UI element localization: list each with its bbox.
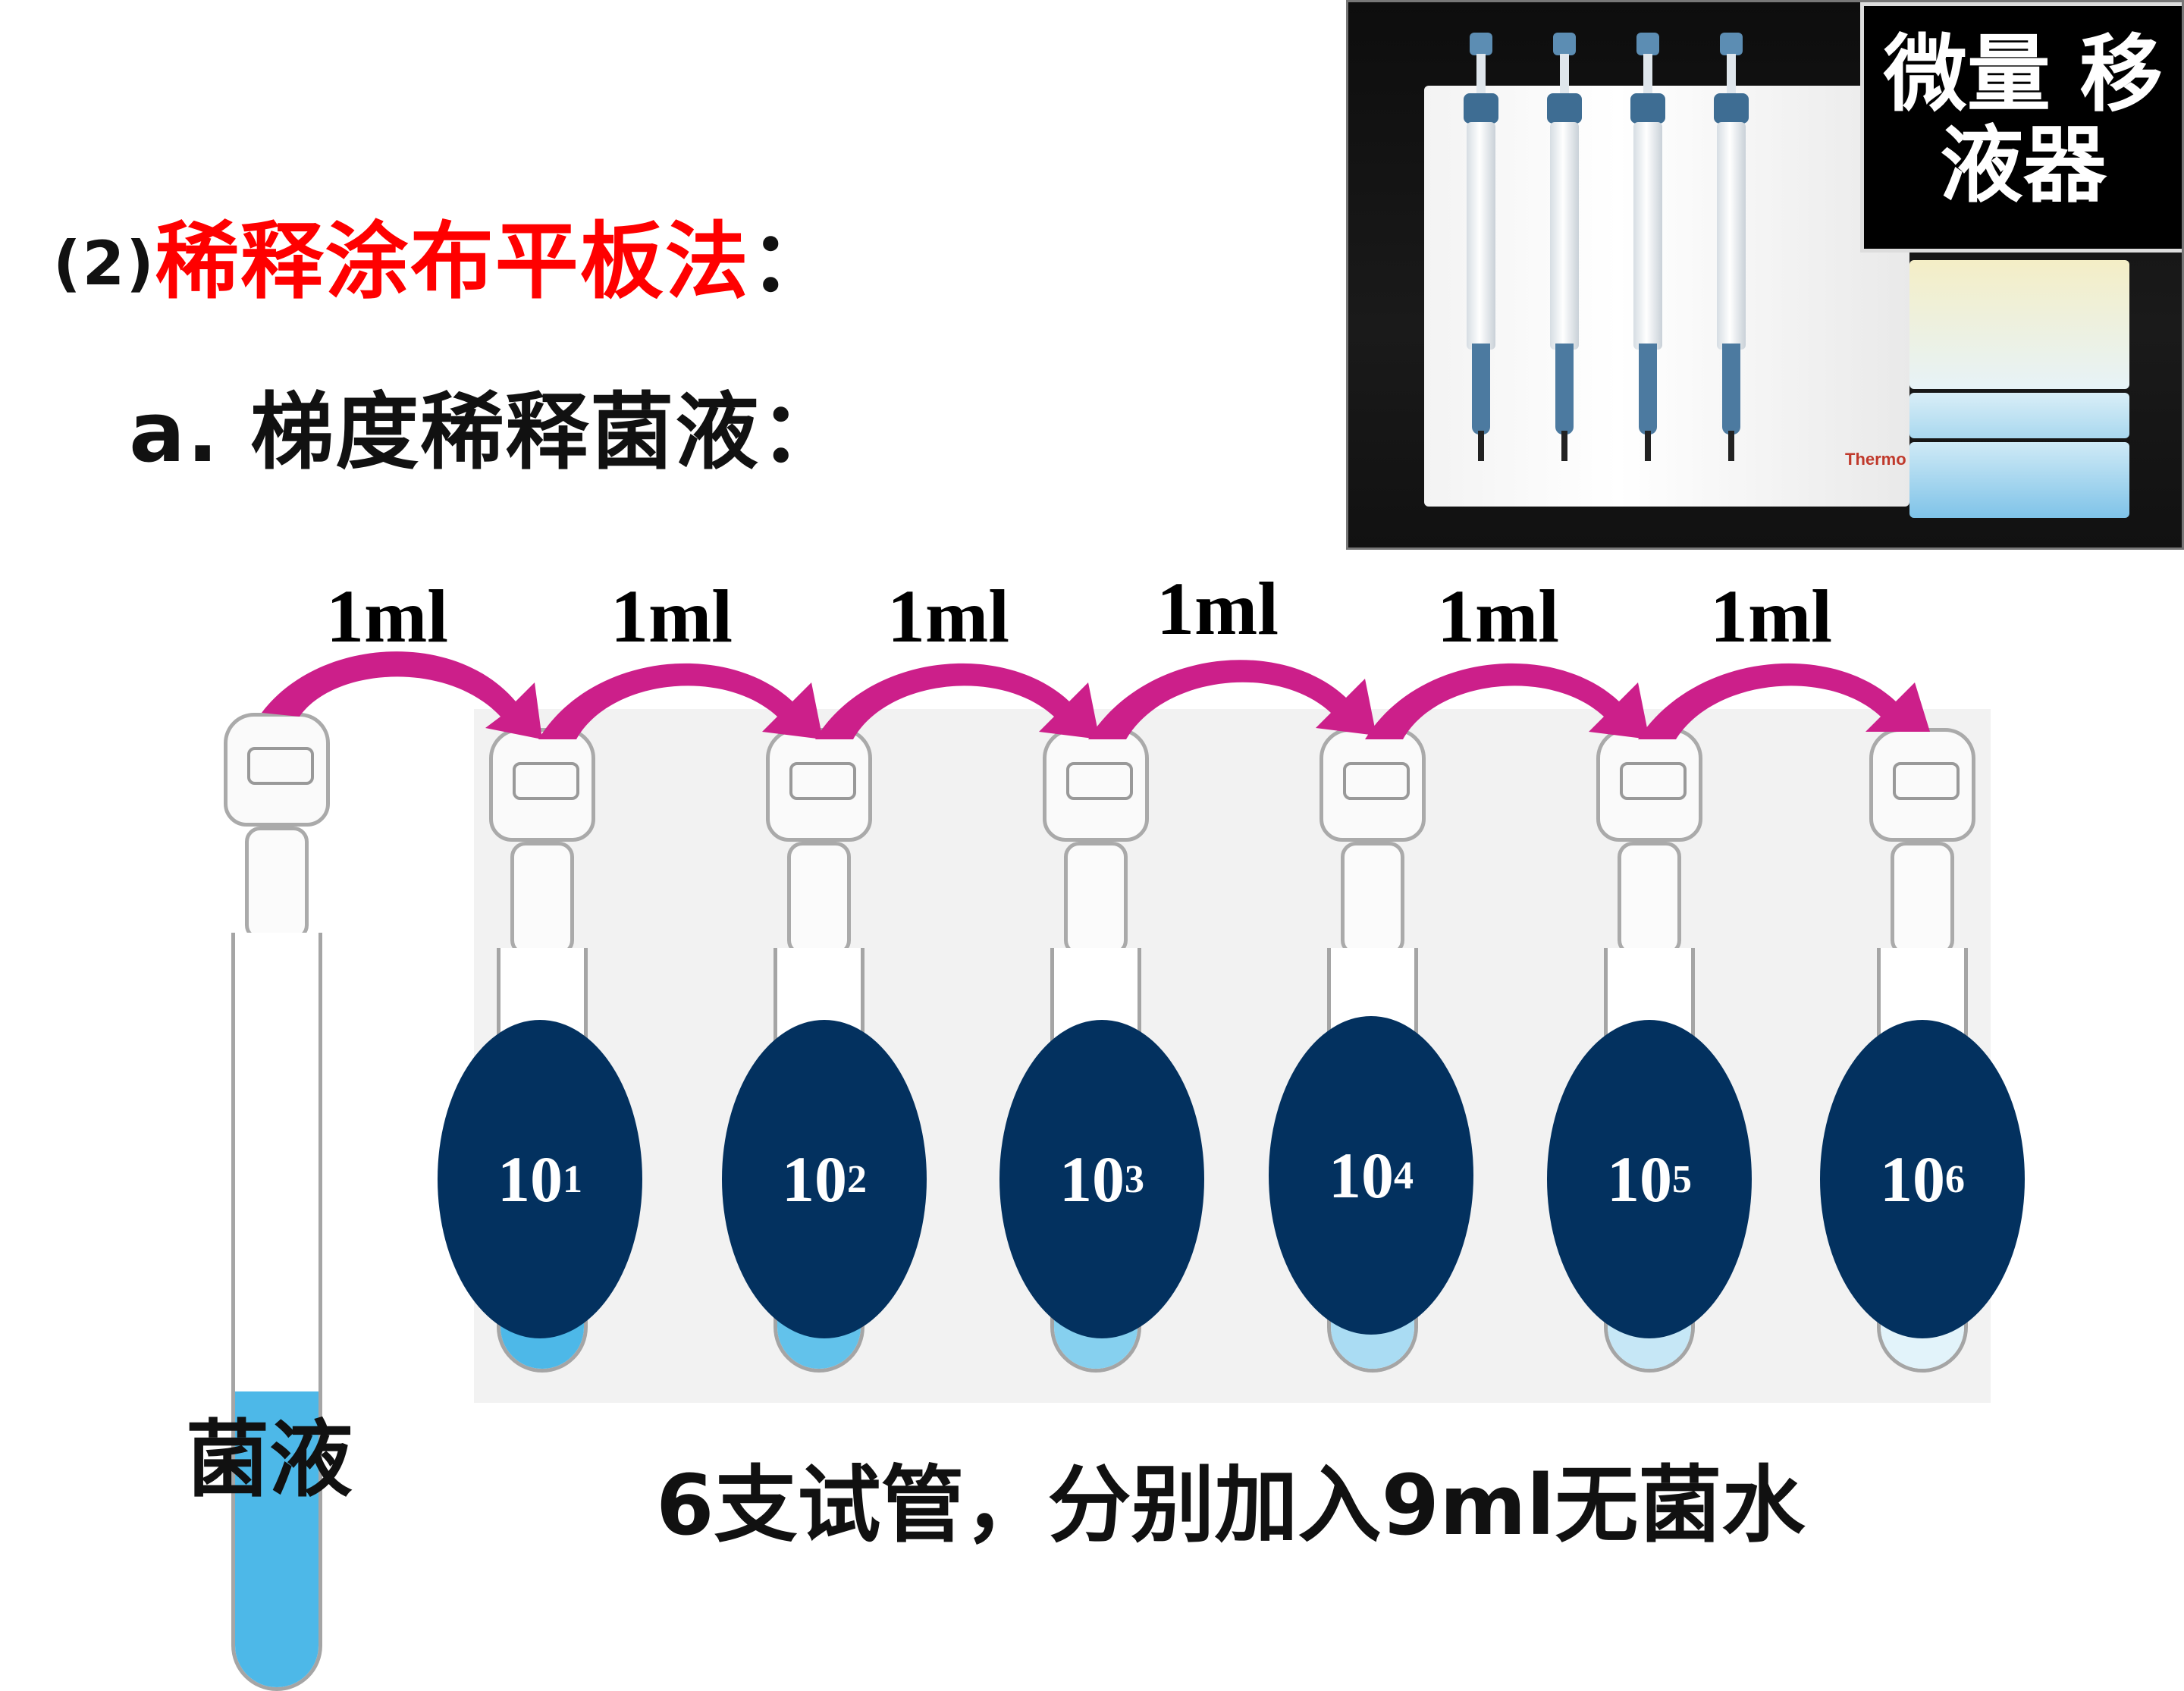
section-title: (2)稀释涂布平板法： [53,193,835,315]
section-number: (2) [53,228,155,299]
dilution-base: 10 [782,1143,847,1216]
transfer-volume-label: 1ml [1437,574,1560,658]
brand-label: Thermo [1845,450,1906,469]
dilution-base: 10 [497,1143,563,1216]
pipette [1621,33,1674,488]
transfer-arrow [1638,663,1930,739]
transfer-arrow [815,663,1100,739]
method-name: 稀释涂布平板法 [155,213,750,310]
transfer-arrows [262,651,1930,739]
transfer-volume-label: 1ml [1156,566,1279,651]
transfer-volume-label: 1ml [326,574,449,658]
pipette-stand: Thermo [1424,86,1909,507]
dilution-exponent: 6 [1945,1157,1965,1201]
dilution-exponent: 2 [847,1157,867,1201]
pipette [1705,33,1758,488]
transfer-volume-label: 1ml [887,574,1010,658]
transfer-arrow [1365,663,1649,739]
label-line-2: 液器 [1940,116,2107,214]
source-tube-label: 菌液 [186,1411,353,1508]
dilution-base: 10 [1059,1143,1125,1216]
dilution-base: 10 [1607,1143,1672,1216]
tip-box [1909,260,2129,389]
transfer-arrow [1088,660,1376,739]
dilution-exponent: 1 [563,1157,582,1201]
tip-box [1909,393,2129,438]
dilution-caption: 6支试管，分别加入9ml无菌水 [656,1457,1806,1554]
dilution-base: 10 [1880,1143,1945,1216]
step-subtitle: a. 梯度稀释菌液： [129,384,846,481]
tip-box [1909,442,2129,518]
transfer-volume-label: 1ml [610,574,733,658]
dilution-base: 10 [1329,1139,1394,1212]
dilution-exponent: 4 [1394,1153,1414,1197]
pipette [1454,33,1508,488]
dilution-exponent: 5 [1672,1157,1692,1201]
title-colon: ： [749,213,835,310]
transfer-arrow [538,663,823,739]
dilution-exponent: 3 [1125,1157,1144,1201]
label-line-1: 微量 移 [1883,25,2164,123]
transfer-arrow [262,651,542,739]
micropipette-label: 微量 移 液器 [1860,2,2182,253]
transfer-volume-label: 1ml [1710,574,1833,658]
micropipette-photo: Thermo 微量 移 液器 [1346,0,2184,550]
dilution-background [474,709,1991,1403]
pipette [1538,33,1591,488]
